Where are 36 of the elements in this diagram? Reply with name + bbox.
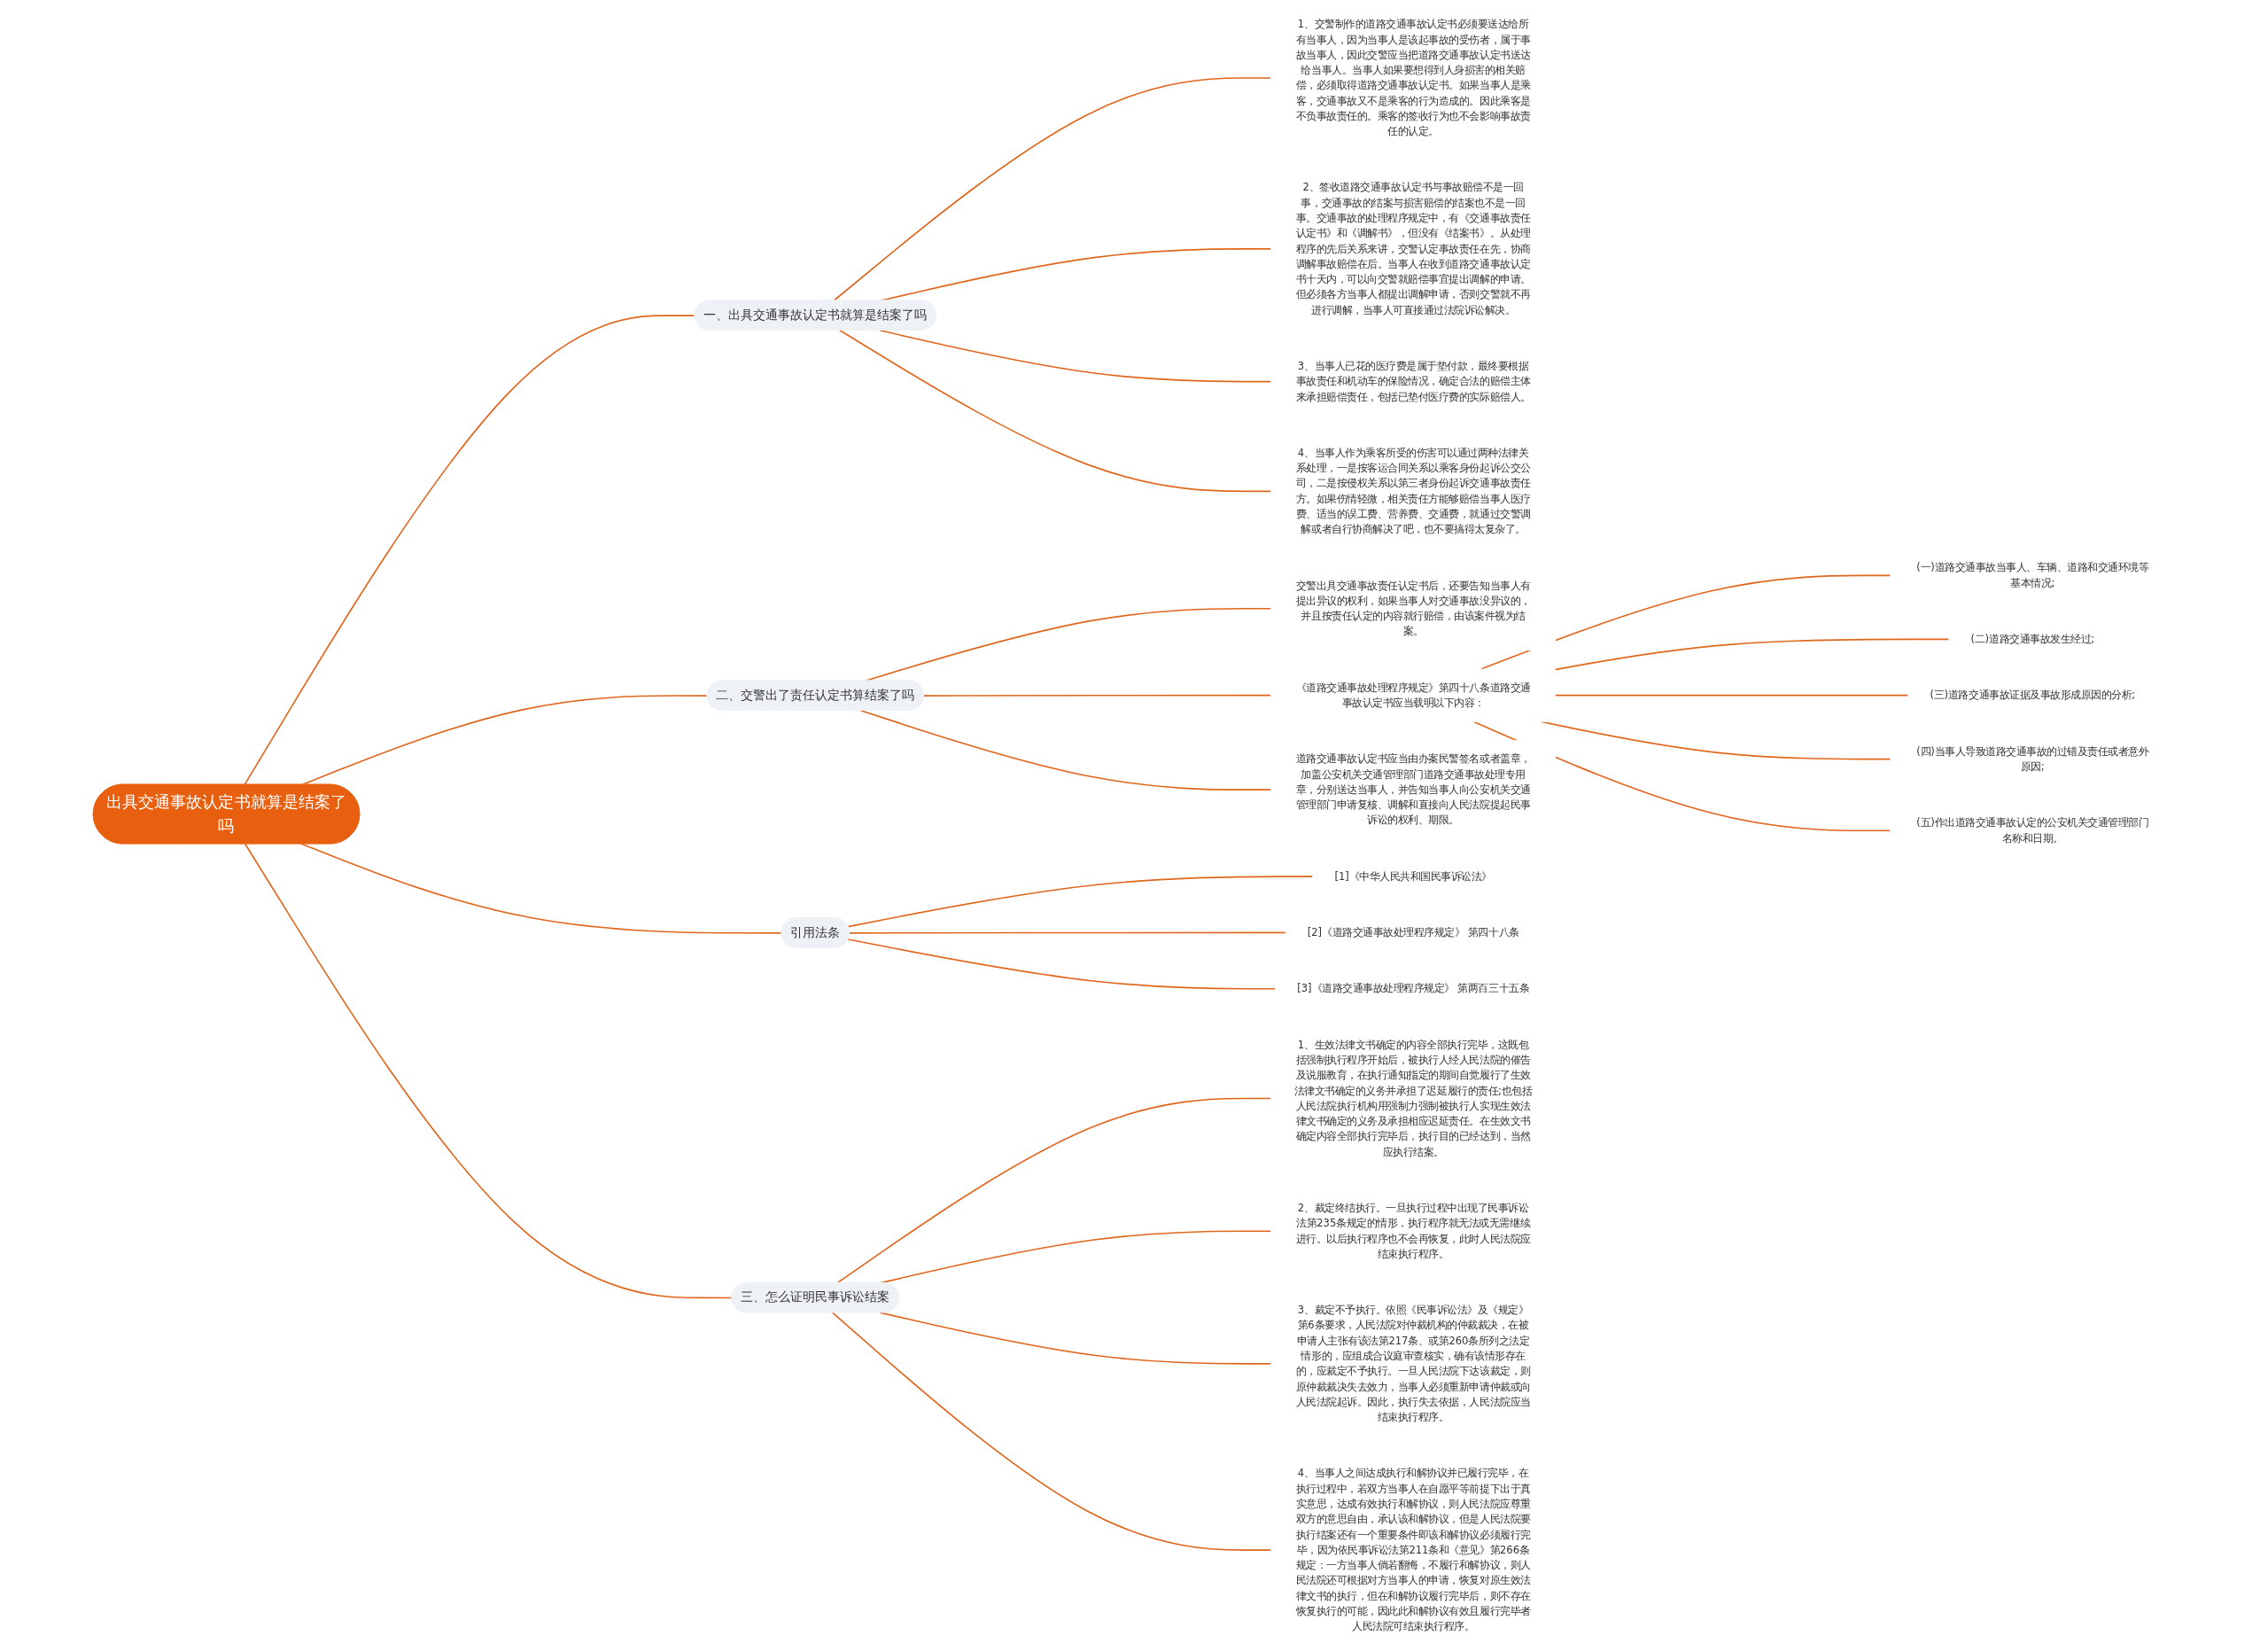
connector [300, 695, 709, 786]
node-text: (一)道路交通事故当事人、车辆、道路和交通环境等基本情况; [1916, 561, 2149, 589]
node-text: [1]《中华人民共和国民事诉讼法》 [1334, 870, 1492, 883]
connector [849, 931, 1286, 934]
node-text: 4、当事人之间达成执行和解协议并已履行完毕，在执行过程中，若双方当事人在自愿平等前提下出于真实意思，达成有效执行和解协议，则人民法院应尊重双方的意思自由，承认该和解协议，但是人民法院要执行结案还有一个重要条件即该和解协议必须履行完毕，因为依民事诉讼法第211条和《意见》第266条规定：一方当事人倘若翻悔，不履行和解协议，则人民法院还可根据对方当事人的申请，恢复对原生效法律文书的执行，但在和解协议履行完毕后，则不存在恢复执行的可能，因此此和解协议有效且履行完毕者人民法院可结束执行程序。 [1295, 1467, 1531, 1632]
connector [244, 315, 696, 786]
node-text: 3、当事人已花的医疗费是属于垫付款，最终要根据事故责任和机动车的保险情况，确定合法的赔偿主体来承担赔偿责任，包括已垫付医疗费的实际赔偿人。 [1295, 360, 1531, 403]
connector [1472, 720, 1891, 832]
connector [1480, 574, 1891, 670]
node-text: (三)道路交通事故证据及事故形成原因的分析; [1930, 689, 2136, 701]
connector [847, 938, 1277, 990]
connector [1554, 638, 1950, 671]
node-text: 1、生效法律文书确定的内容全部执行完毕，这既包括强制执行程序开始后，被执行人经人民法院的催告及说服教育，在执行通知指定的期间自觉履行了生效法律文书确定的义务并承担了迟延履行的责任;也包括人民法院执行机构用强制力强制被执行人实现生效法律文书确定的义务及承担相应迟延责任。在生效文书确定内容全部执行完毕后，执行目的已经达到，当然应执行结案。 [1293, 1039, 1533, 1158]
connector [859, 709, 1272, 791]
node-text: 1、交警制作的道路交通事故认定书必须要送达给所有当事人，因为当事人是该起事故的受伤者，属于事故当事人，因此交警应当把道路交通事故认定书送达给当事人。当事人如果要想得到人身损害的相关赔偿，必须取得道路交通事故认定书。如果当事人是乘客，交通事故又不是乘客的行为造成的。因此乘客是不负事故责任的。乘客的签收行为也不会影响事故责任的认定。 [1295, 18, 1531, 137]
connector [831, 1312, 1272, 1551]
connector [1554, 694, 1909, 697]
connector [879, 1312, 1272, 1365]
connector [244, 843, 734, 1299]
node-text: 2、裁定终结执行。一旦执行过程中出现了民事诉讼法第235条规定的情形，执行程序就无法或无需继续进行。以后执行程序也不会再恢复，此时人民法院应结束执行程序。 [1295, 1202, 1531, 1260]
connector [835, 1097, 1272, 1284]
connector [833, 77, 1272, 302]
node-text: 《道路交通事故处理程序规定》第四十八条道路交通事故认定书应当载明以下内容： [1295, 681, 1531, 709]
node-text: 4、当事人作为乘客所受的伤害可以通过两种法律关系处理，一是按客运合同关系以乘客身份起诉公交公司，二是按侵权关系以第三者身份起诉交通事故责任方。如果伤情轻微，相关责任方能够赔偿当事人医疗费、适当的误工费、营养费、交通费，就通过交警调解或者自行协商解决了吧，也不要搞得太复杂了。 [1295, 447, 1531, 535]
node-text: 3、裁定不予执行。依照《民事诉讼法》及《规定》第6条要求，人民法院对仲裁机构的仲裁裁决，在被申请人主张有该法第217条、或第260条所列之法定情形的，应组成合议庭审查核实，确有该情形存在的，应裁定不予执行。一旦人民法院下达该裁定，则原仲裁裁决失去效力，当事人必须重新申请仲裁或向人民法院起诉。因此，执行失去依据，人民法院应当结束执行程序。 [1295, 1304, 1531, 1423]
node-text: [3]《道路交通事故处理程序规定》 第两百三十五条 [1297, 982, 1530, 994]
node-text: [2]《道路交通事故处理程序规定》 第四十八条 [1307, 926, 1519, 938]
node-text: 交警出具交通事故责任认定书后，还要告知当事人有提出异议的权利，如果当事人对交通事故没异议的，并且按责任认定的内容就行赔偿，由该案件视为结案。 [1295, 579, 1531, 637]
node-text: (二)道路交通事故发生经过; [1970, 633, 2095, 645]
connector [847, 876, 1314, 928]
node-text: 2、签收道路交通事故认定书与事故赔偿不是一回事，交通事故的结案与损害赔偿的结案也不是一回事。交通事故的处理程序规定中，有《交通事故责任认定书》和《调解书》，但没有《结案书》。从处理程序的先后关系来讲，交警认定事故责任在先，协商调解事故赔偿在后。当事人在收到道路交通事故认定书十天内，可以向交警就赔偿事宜提出调解的申请。但必须各方当事人都提出调解申请，否则交警就不再进行调解，当事人可直接通过法院诉讼解决。 [1295, 181, 1531, 316]
node-text: (四)当事人导致道路交通事故的过错及责任或者意外原因; [1916, 745, 2149, 773]
node-text: (五)作出道路交通事故认定的公安机关交通管理部门名称和日期。 [1916, 816, 2149, 845]
connector [879, 330, 1272, 383]
connector [839, 330, 1272, 493]
connector [923, 694, 1272, 697]
